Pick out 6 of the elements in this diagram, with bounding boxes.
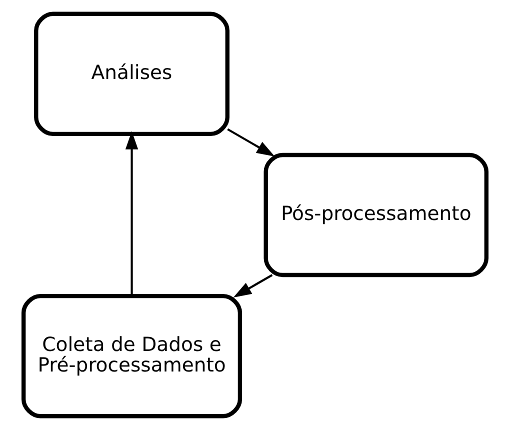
node-box: Coleta de Dados e Pré-processamento xyxy=(21,294,242,418)
node-box: Análises xyxy=(34,12,229,136)
arrow xyxy=(124,131,138,296)
node-box: Pós-processamento xyxy=(263,152,488,278)
arrow xyxy=(232,274,272,298)
arrow xyxy=(226,128,274,156)
